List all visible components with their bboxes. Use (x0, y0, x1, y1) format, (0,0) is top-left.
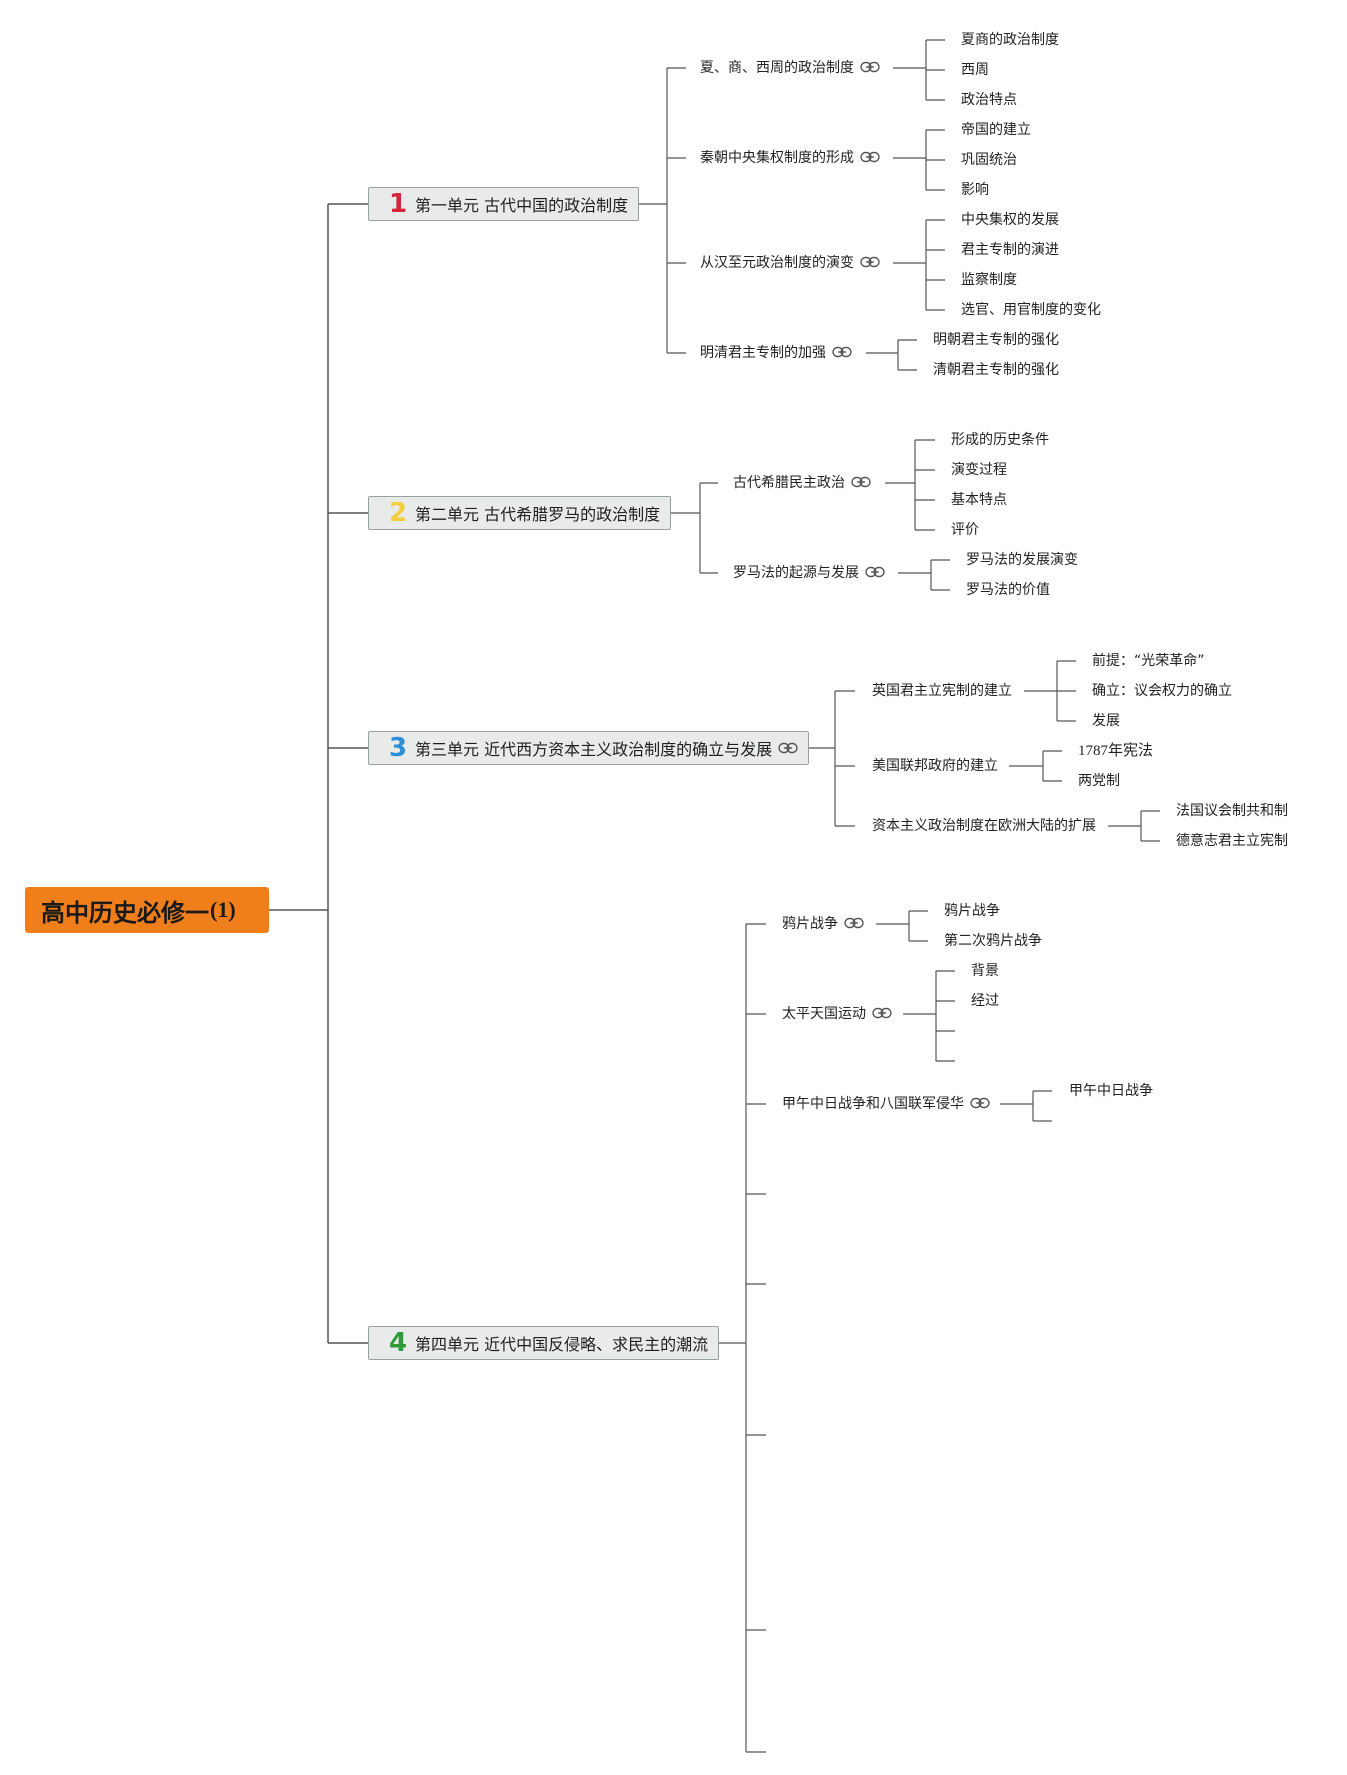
topic-label: 明清君主专制的加强 (700, 345, 826, 361)
topic-label: 太平天国运动 (782, 1006, 866, 1022)
leaf-node[interactable]: 影响 (961, 182, 989, 198)
leaf-node[interactable]: 确立：议会权力的确立 (1092, 683, 1232, 699)
leaf-node[interactable]: 鸦片战争 (944, 903, 1000, 919)
unit-2-node[interactable]: 2 第二单元 古代希腊罗马的政治制度 (368, 496, 672, 530)
unit-3-badge: 3 (388, 733, 408, 763)
unit-1-node[interactable]: 1 第一单元 古代中国的政治制度 (368, 187, 640, 221)
topic-node[interactable]: 资本主义政治制度在欧洲大陆的扩展 (872, 818, 1096, 834)
leaf-node[interactable]: 君主专制的演进 (961, 242, 1059, 258)
root-node[interactable]: 高中历史必修一(1) (25, 887, 269, 933)
topic-label: 秦朝中央集权制度的形成 (700, 150, 854, 166)
unit-4-node[interactable]: 4 第四单元 近代中国反侵略、求民主的潮流 (368, 1326, 720, 1360)
leaf-node[interactable]: 明朝君主专制的强化 (933, 332, 1059, 348)
unit-4-title: 第四单元 近代中国反侵略、求民主的潮流 (415, 1335, 709, 1354)
link-icon[interactable] (844, 917, 864, 929)
unit-3-title: 第三单元 近代西方资本主义政治制度的确立与发展 (415, 740, 773, 759)
link-icon[interactable] (860, 256, 880, 268)
topic-node[interactable]: 从汉至元政治制度的演变 (700, 254, 880, 272)
leaf-node[interactable]: 前提：“光荣革命” (1092, 653, 1205, 669)
leaf-node[interactable]: 发展 (1092, 713, 1120, 729)
topic-node[interactable]: 英国君主立宪制的建立 (872, 683, 1012, 699)
leaf-node[interactable]: 形成的历史条件 (951, 432, 1049, 448)
leaf-node[interactable]: 评价 (951, 522, 979, 538)
leaf-node[interactable]: 基本特点 (951, 492, 1007, 508)
unit-1-badge: 1 (388, 189, 408, 219)
topic-node[interactable]: 明清君主专制的加强 (700, 344, 852, 362)
leaf-node[interactable]: 西周 (961, 62, 989, 78)
link-icon[interactable] (851, 476, 871, 488)
topic-node[interactable]: 鸦片战争 (782, 915, 864, 933)
leaf-node[interactable]: 夏商的政治制度 (961, 32, 1059, 48)
link-icon[interactable] (970, 1097, 990, 1109)
leaf-node[interactable]: 选官、用官制度的变化 (961, 302, 1101, 318)
topic-node[interactable]: 太平天国运动 (782, 1005, 892, 1023)
leaf-node[interactable]: 演变过程 (951, 462, 1007, 478)
topic-label: 甲午中日战争和八国联军侵华 (782, 1096, 964, 1112)
topic-node[interactable]: 夏、商、西周的政治制度 (700, 59, 880, 77)
unit-2-badge: 2 (388, 498, 408, 528)
root-title: 高中历史必修一 (41, 899, 209, 927)
topic-node[interactable]: 罗马法的起源与发展 (733, 564, 885, 582)
leaf-node[interactable]: 清朝君主专制的强化 (933, 362, 1059, 378)
link-icon[interactable] (832, 346, 852, 358)
link-icon[interactable] (872, 1007, 892, 1019)
topic-node[interactable]: 美国联邦政府的建立 (872, 758, 998, 774)
leaf-node[interactable]: 监察制度 (961, 272, 1017, 288)
leaf-node[interactable]: 法国议会制共和制 (1176, 803, 1288, 819)
leaf-node[interactable]: 中央集权的发展 (961, 212, 1059, 228)
topic-label: 从汉至元政治制度的演变 (700, 255, 854, 271)
topic-node[interactable]: 秦朝中央集权制度的形成 (700, 149, 880, 167)
leaf-node[interactable]: 背景 (971, 963, 999, 979)
unit-4-badge: 4 (388, 1328, 408, 1358)
leaf-node[interactable]: 政治特点 (961, 92, 1017, 108)
unit-2-title: 第二单元 古代希腊罗马的政治制度 (415, 505, 661, 524)
leaf-node[interactable]: 罗马法的发展演变 (966, 552, 1078, 568)
leaf-node[interactable]: 第二次鸦片战争 (944, 933, 1042, 949)
unit-1-title: 第一单元 古代中国的政治制度 (415, 196, 629, 215)
leaf-node[interactable]: 两党制 (1078, 773, 1120, 789)
leaf-node[interactable]: 罗马法的价值 (966, 582, 1050, 598)
link-icon[interactable] (778, 742, 798, 754)
leaf-node[interactable]: 巩固统治 (961, 152, 1017, 168)
topic-label: 古代希腊民主政治 (733, 475, 845, 491)
topic-node[interactable]: 甲午中日战争和八国联军侵华 (782, 1095, 990, 1113)
root-suffix: (1) (210, 897, 236, 922)
leaf-node[interactable]: 德意志君主立宪制 (1176, 833, 1288, 849)
leaf-node[interactable]: 帝国的建立 (961, 122, 1031, 138)
topic-label: 夏、商、西周的政治制度 (700, 60, 854, 76)
unit-3-node[interactable]: 3 第三单元 近代西方资本主义政治制度的确立与发展 (368, 731, 810, 765)
leaf-node[interactable]: 甲午中日战争 (1069, 1083, 1153, 1099)
leaf-node[interactable]: 1787年宪法 (1078, 743, 1154, 759)
link-icon[interactable] (865, 566, 885, 578)
link-icon[interactable] (860, 61, 880, 73)
link-icon[interactable] (860, 151, 880, 163)
topic-node[interactable]: 古代希腊民主政治 (733, 474, 871, 492)
leaf-node[interactable]: 经过 (971, 993, 999, 1009)
topic-label: 鸦片战争 (782, 916, 838, 932)
topic-label: 罗马法的起源与发展 (733, 565, 859, 581)
